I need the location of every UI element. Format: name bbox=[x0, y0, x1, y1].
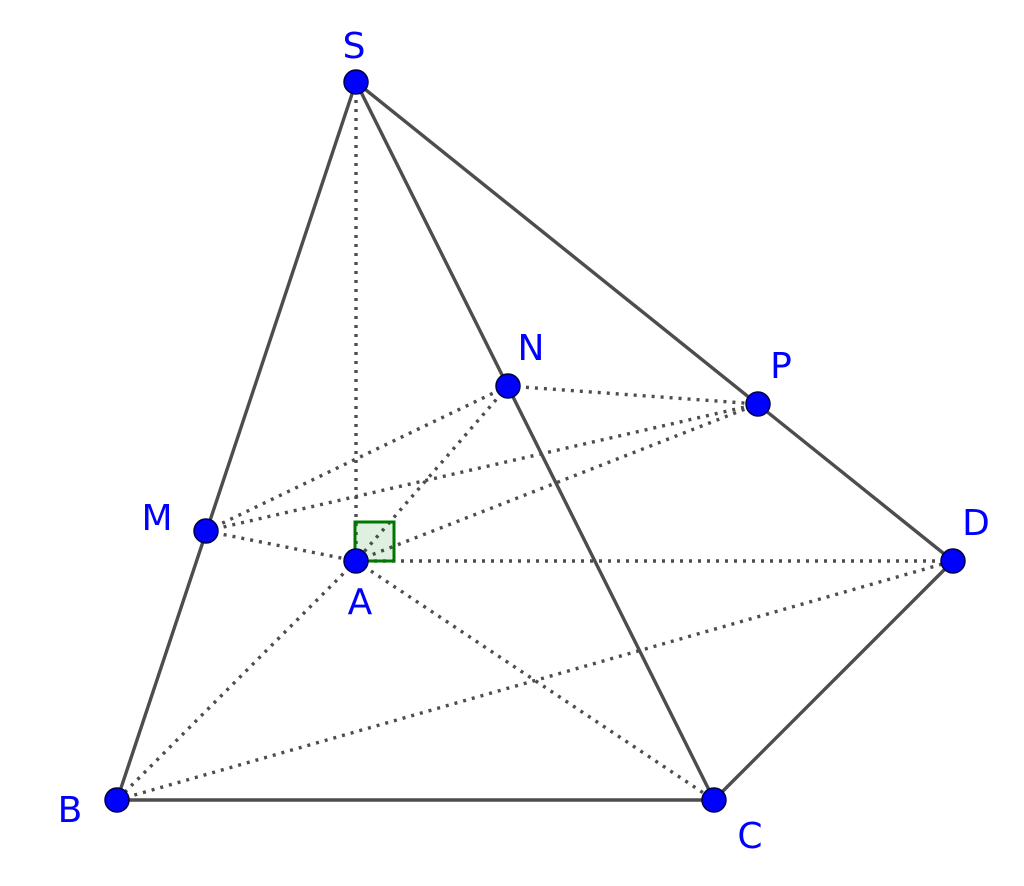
point-b bbox=[104, 787, 130, 813]
label-p: P bbox=[770, 346, 792, 387]
label-n: N bbox=[518, 328, 545, 369]
segment-np bbox=[507, 384, 759, 406]
segment-na bbox=[354, 384, 510, 563]
point-p bbox=[745, 391, 771, 417]
point-labels: S A B C D M N P bbox=[58, 26, 990, 857]
label-s: S bbox=[343, 26, 366, 67]
point-s bbox=[343, 69, 369, 95]
segment-ab bbox=[115, 559, 358, 802]
label-a: A bbox=[348, 582, 373, 623]
segment-bd bbox=[116, 559, 954, 802]
label-c: C bbox=[737, 816, 762, 857]
point-d bbox=[940, 548, 966, 574]
point-n bbox=[495, 373, 521, 399]
point-a bbox=[343, 548, 369, 574]
point-c bbox=[701, 787, 727, 813]
segment-mn bbox=[205, 384, 509, 533]
points bbox=[104, 69, 966, 813]
segment-sd bbox=[354, 80, 955, 563]
segment-sb bbox=[115, 80, 358, 802]
label-b: B bbox=[58, 790, 83, 831]
point-m bbox=[193, 518, 219, 544]
segment-sc bbox=[354, 80, 716, 802]
segment-ma bbox=[205, 529, 357, 563]
solid-edges bbox=[115, 80, 955, 802]
label-d: D bbox=[962, 503, 990, 544]
hidden-edges bbox=[115, 82, 954, 802]
segment-cd bbox=[712, 559, 955, 802]
label-m: M bbox=[141, 498, 172, 539]
